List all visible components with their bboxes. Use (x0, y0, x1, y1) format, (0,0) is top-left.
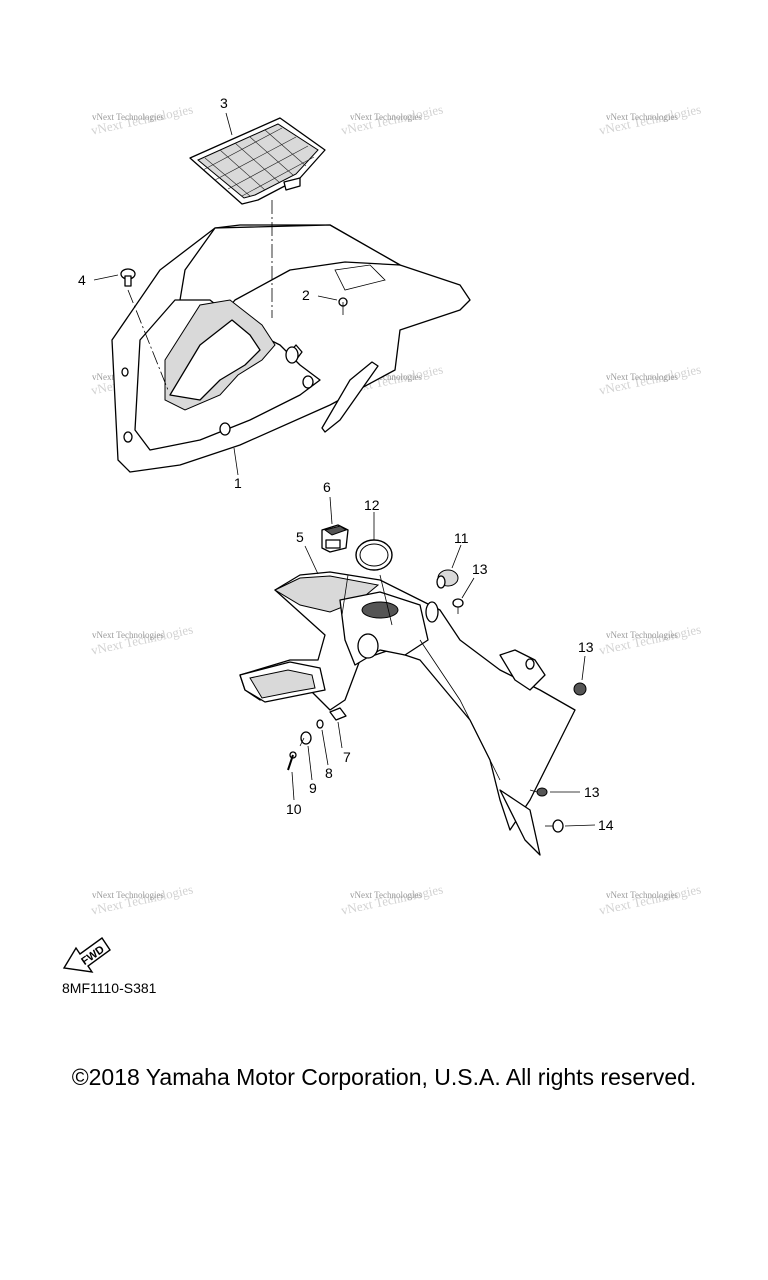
part-6-switch (321, 524, 349, 553)
watermark: vNext Technologies (92, 890, 164, 900)
callout-4: 4 (78, 272, 86, 288)
callout-10: 10 (286, 801, 302, 817)
part-12-ring (355, 539, 393, 571)
callout-6: 6 (323, 479, 331, 495)
part-8-washer (316, 719, 324, 729)
part-14-rivet (545, 819, 564, 833)
copyright-notice: ©2018 Yamaha Motor Corporation, U.S.A. A… (71, 1064, 697, 1090)
diagram-code: 8MF1110-S381 (62, 980, 157, 996)
part-13-fastener-right (573, 682, 587, 696)
watermark: vNext Technologies (606, 112, 678, 122)
part-3-mesh-grille (189, 117, 326, 205)
callout-3: 3 (220, 95, 228, 111)
callout-11: 11 (454, 530, 469, 546)
watermark: vNext Technologies (350, 372, 422, 382)
part-13-fastener-lower (529, 787, 548, 797)
watermark: vNext Technologies (606, 630, 678, 640)
callout-9: 9 (309, 780, 317, 796)
part-5-inner-panel (239, 571, 576, 856)
part-4-bolt (120, 268, 136, 287)
callout-8: 8 (325, 765, 333, 781)
watermark: vNext Technologies (350, 890, 422, 900)
watermarks: vNext Technologies vNext Technologies vN… (90, 101, 703, 917)
leader-lines (93, 112, 596, 827)
part-13-fastener-upper (452, 598, 464, 614)
callout-7: 7 (343, 749, 351, 765)
watermark: vNext Technologies (606, 890, 678, 900)
callout-1: 1 (234, 475, 242, 491)
part-11-knob (436, 569, 459, 589)
watermark: vNext Technologies (350, 112, 422, 122)
watermark: vNext Technologies (92, 112, 164, 122)
part-1-front-cowling (111, 224, 471, 473)
callouts: 3 4 2 1 6 12 5 11 13 13 7 8 9 10 13 14 (78, 95, 614, 833)
part-7-clip (329, 707, 347, 721)
callout-14: 14 (598, 817, 614, 833)
callout-13-upper: 13 (472, 561, 488, 577)
callout-12: 12 (364, 497, 380, 513)
part-9-grommet (299, 731, 312, 747)
watermark: vNext Technologies (606, 372, 678, 382)
part-2-screw (338, 297, 348, 315)
watermark: vNext Technologies (92, 630, 164, 640)
callout-5: 5 (296, 529, 304, 545)
callout-13-right: 13 (578, 639, 594, 655)
part-10-screw (287, 751, 297, 771)
assembly-line (127, 289, 169, 391)
callout-13-lower: 13 (584, 784, 600, 800)
callout-2: 2 (302, 287, 310, 303)
fwd-arrow-icon: FWD (62, 937, 111, 973)
